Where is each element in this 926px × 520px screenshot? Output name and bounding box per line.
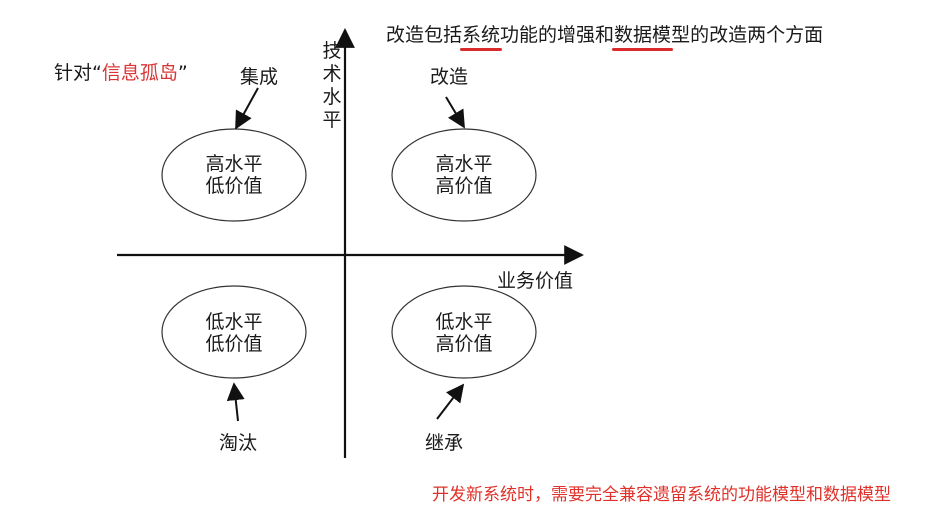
bl-line1: 低水平 xyxy=(205,311,263,333)
quadrant-top-right-text: 高水平 高价值 xyxy=(404,153,524,197)
arrow-integrate xyxy=(235,87,259,130)
arrow-transform xyxy=(445,96,465,129)
heading-underlined-system: 系统 xyxy=(462,24,501,46)
annotation-integrate: 集成 xyxy=(240,66,279,88)
note-highlight: 信息孤岛 xyxy=(101,62,178,84)
bl-line2: 低价值 xyxy=(205,333,263,355)
tr-line1: 高水平 xyxy=(435,153,493,175)
ellipse-bottom-right xyxy=(391,285,537,379)
slide-heading: 改造包括系统功能的增强和数据模型的改造两个方面 xyxy=(386,20,823,47)
annotation-eliminate: 淘汰 xyxy=(219,432,258,454)
br-line1: 低水平 xyxy=(435,311,493,333)
ellipse-top-right xyxy=(391,128,537,222)
ellipse-top-left xyxy=(161,128,307,222)
quadrant-top-left-text: 高水平 低价值 xyxy=(174,153,294,197)
tl-line2: 低价值 xyxy=(205,175,263,197)
arrow-eliminate xyxy=(226,382,245,422)
vertical-axis-label: 技术水平 xyxy=(322,40,342,131)
info-island-note: 针对“信息孤岛” xyxy=(54,58,188,85)
heading-part-1: 改造包括 xyxy=(386,24,463,46)
footer-note: 开发新系统时，需要完全兼容遗留系统的功能模型和数据模型 xyxy=(432,485,891,505)
horizontal-axis-label: 业务价值 xyxy=(497,270,574,292)
quadrant-bottom-left-text: 低水平 低价值 xyxy=(174,311,294,355)
heading-part-5: 型的改造两个方面 xyxy=(671,24,824,46)
annotation-inherit: 继承 xyxy=(425,432,464,454)
br-line2: 高价值 xyxy=(435,333,493,355)
quadrant-bottom-right-text: 低水平 高价值 xyxy=(404,311,524,355)
ellipse-bottom-left xyxy=(161,285,307,379)
note-suffix: ” xyxy=(177,62,188,84)
tr-line2: 高价值 xyxy=(435,175,493,197)
heading-underlined-data-model: 数据模 xyxy=(614,24,672,46)
arrow-inherit xyxy=(436,383,465,420)
annotation-transform: 改造 xyxy=(430,66,469,88)
heading-part-3: 功能的增强和 xyxy=(500,24,615,46)
tl-line1: 高水平 xyxy=(205,153,263,175)
note-prefix: 针对“ xyxy=(54,62,102,84)
